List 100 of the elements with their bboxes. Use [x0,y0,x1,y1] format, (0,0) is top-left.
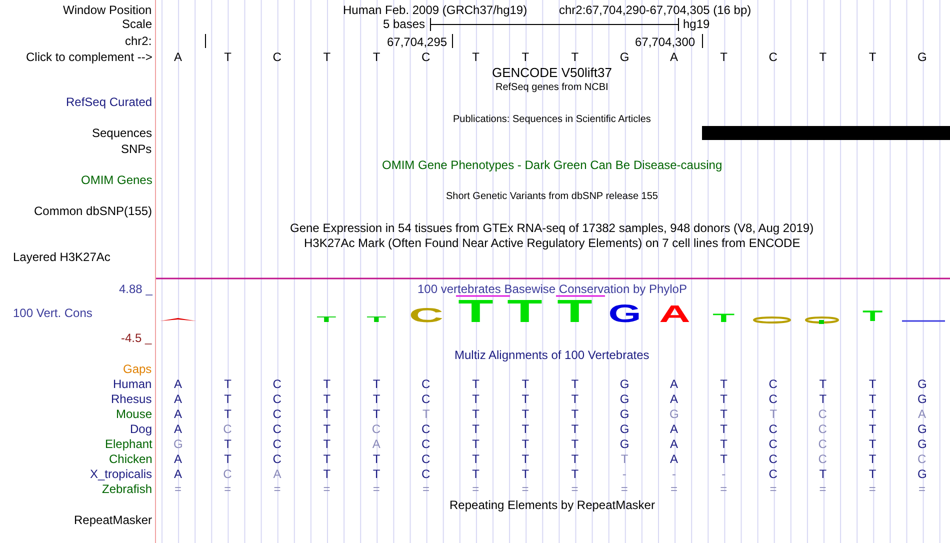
conservation-letter: T [712,314,735,323]
base-letter: - [672,467,676,481]
base-letter: C [422,452,430,466]
base-letter: T [224,437,232,451]
base-letter: A [174,377,182,391]
base-letter: C [818,407,827,421]
track-label: Click to complement --> [26,50,152,64]
species-label: Mouse [116,407,152,421]
base-letter: T [522,422,530,436]
base-letter: C [422,377,430,391]
base-letter: = [224,482,232,496]
base-letter: T [720,392,728,406]
base-letter: T [868,437,876,451]
base-letter: C [272,407,282,421]
base-letter: = [918,482,926,496]
base-letter: G [620,407,630,421]
base-letter: C [422,437,430,451]
base-letter: T [323,50,331,64]
conservation-letter: T [458,300,493,323]
species-label: Dog [130,422,152,436]
species-label: Human [113,377,152,391]
base-letter: T [472,407,480,421]
base-letter: T [571,437,579,451]
base-letter: T [571,407,579,421]
coordinate-label: 67,704,300 [635,35,696,49]
base-letter: T [522,50,530,64]
conservation-letter: T [862,312,883,323]
base-letter: A [670,437,678,451]
base-letter: T [571,467,579,481]
base-letter: T [323,437,331,451]
base-letter: T [571,377,579,391]
base-letter: C [768,392,778,406]
base-letter: C [768,377,778,391]
base-letter: A [670,50,678,64]
base-letter: T [224,377,232,391]
base-letter: C [768,422,778,436]
base-letter: G [918,50,927,64]
base-letter: T [323,422,331,436]
base-letter: T [819,467,827,481]
track-label: SNPs [121,142,152,156]
assembly-title: Human Feb. 2009 (GRCh37/hg19) [343,3,528,17]
base-letter: T [868,407,876,421]
base-letter: G [620,50,630,64]
base-letter: T [868,452,876,466]
base-letter: = [472,482,480,496]
axis-value: -4.5 _ [121,331,152,345]
base-letter: T [868,467,876,481]
track-label: RepeatMasker [74,513,152,527]
base-letter: = [174,482,182,496]
track-label: Scale [122,17,152,31]
base-letter: G [918,422,927,436]
track-title: Publications: Sequences in Scientific Articles [453,113,651,127]
base-letter: C [918,452,926,466]
base-letter: T [720,377,728,391]
base-letter: A [273,467,282,481]
base-letter: = [422,482,430,496]
base-letter: A [174,422,182,436]
track-title: OMIM Gene Phenotypes - Dark Green Can Be Disease-causing [382,158,722,172]
base-letter: C [818,452,827,466]
track-title: Repeating Elements by RepeatMasker [450,498,655,512]
base-letter: T [472,422,480,436]
base-letter: C [272,437,282,451]
base-letter: T [522,467,530,481]
base-letter: G [670,407,679,421]
base-letter: C [818,437,827,451]
track-title: H3K27Ac Mark (Often Found Near Active Regulatory Elements) on 7 cell lines from ENCODE [304,236,800,250]
scale-label: 5 bases [383,17,426,31]
base-letter: = [274,482,281,496]
base-letter: T [868,377,876,391]
base-letter: C [422,392,430,406]
base-letter: T [323,407,331,421]
base-letter: T [372,392,380,406]
conservation-letter: T [366,317,386,323]
base-letter: G [620,392,630,406]
position-title: chr2:67,704,290-67,704,305 (16 bp) [559,3,752,17]
base-letter: T [224,392,232,406]
base-letter: C [272,377,282,391]
track-title: Gene Expression in 54 tissues from GTEx RNA-seq of 17382 samples, 948 donors (V8, Aug 2019) [290,221,814,235]
base-letter: = [819,482,826,496]
base-letter: C [272,392,282,406]
track-label: Layered H3K27Ac [13,250,110,264]
base-letter: A [174,392,182,406]
track-label: RefSeq Curated [66,95,152,109]
base-letter: C [422,422,430,436]
base-letter: = [670,482,678,496]
species-label: Elephant [105,437,152,451]
base-letter: T [571,392,579,406]
conservation-letter: T [556,300,592,323]
base-letter: A [174,50,182,64]
base-letter: T [422,407,430,421]
base-letter: A [670,422,678,436]
base-letter: C [768,50,778,64]
base-letter: C [223,467,232,481]
base-letter: = [620,482,628,496]
track-label: 100 Vert. Cons [13,306,92,320]
base-letter: T [372,377,380,391]
base-letter: T [868,392,876,406]
track-label: Window Position [63,3,152,17]
base-letter: T [372,407,380,421]
base-letter: = [571,482,578,496]
